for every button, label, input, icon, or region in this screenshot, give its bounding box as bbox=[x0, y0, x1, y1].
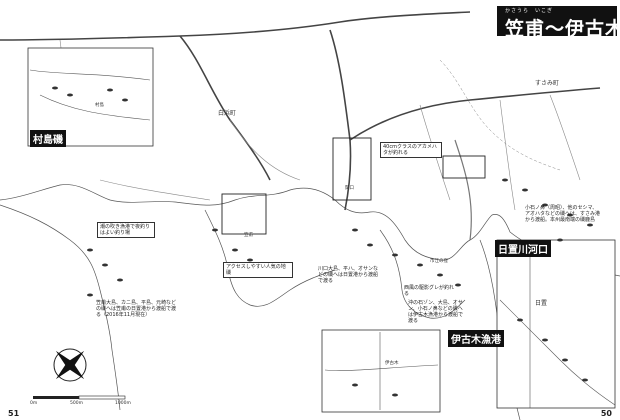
place-sekiseki: 関口 bbox=[345, 186, 354, 191]
inset-hiokigawa-frame bbox=[496, 239, 616, 409]
scale-bar bbox=[33, 395, 126, 400]
zoom-box-3 bbox=[221, 193, 267, 235]
scale-mid: 500m bbox=[70, 401, 83, 406]
inset-label-hiokigawa: 日置川河口 bbox=[495, 240, 551, 257]
place-murashima: 村島 bbox=[95, 103, 104, 108]
compass-icon bbox=[53, 348, 87, 382]
callout-akamehata: 40cmクラスのアカメハタが釣れる bbox=[380, 142, 442, 158]
page-number-right: 50 bbox=[600, 409, 612, 418]
callout-kasaura: 笠甫大島、カニ島、平島、元崎などの磯へは笠甫の日置港から渡船で渡る（2016年1… bbox=[96, 300, 177, 318]
callout-nishikaze: 西風の駆影グレが釣れる bbox=[404, 285, 455, 297]
callout-susami: 小石ノ鼻（周昭）、他のセシマ、アオハタなどの磯へは、すさみ港から渡船。本州最南端… bbox=[525, 205, 601, 223]
place-ikogi-small: 伊古木 bbox=[385, 361, 399, 366]
callout-access: アクセスしやすい人気の地磯 bbox=[223, 262, 293, 278]
scale-max: 1000m bbox=[115, 401, 131, 406]
river bbox=[454, 139, 472, 241]
place-hioki: 日置 bbox=[535, 300, 548, 307]
scale-zero: 0m bbox=[30, 401, 38, 406]
inset-lines bbox=[29, 69, 616, 410]
inset-label-ikogi: 伊古木漁港 bbox=[448, 330, 504, 347]
title-furigana: かさうら いこぎ bbox=[505, 8, 554, 14]
zoom-box-2 bbox=[442, 155, 486, 179]
inset-ikogi-frame bbox=[321, 329, 441, 413]
map-title: かさうら いこぎ 笠甫～伊古木 bbox=[497, 6, 620, 40]
callout-hiokiko: 川口大島、平ハ、オサンなどの磯へは日置港から渡船で渡る bbox=[318, 266, 379, 284]
callout-nightfishing: 潮の吹き漁港で夜釣りはよい釣り場 bbox=[97, 222, 155, 238]
boundary bbox=[439, 59, 561, 171]
place-kasaura: 笠甫 bbox=[244, 233, 253, 238]
inset-label-murashima: 村島磯 bbox=[30, 130, 66, 147]
title-text: 笠甫～伊古木 bbox=[505, 18, 620, 40]
callout-ikogi-ferry: 沖の石ゾン、大島、オサン、小石ノ鼻などの磯へは伊古木漁港から渡船で渡る bbox=[408, 300, 464, 324]
place-shirahama: 白浜町 bbox=[218, 110, 237, 117]
zoom-box-1 bbox=[332, 137, 372, 201]
place-susami: すさみ町 bbox=[535, 80, 560, 87]
inset-murashima-frame bbox=[27, 47, 154, 147]
page-number-left: 51 bbox=[8, 409, 20, 418]
roads bbox=[0, 11, 601, 211]
fish-markers bbox=[52, 86, 593, 397]
place-ichienokubo: 市江の窪 bbox=[430, 259, 448, 264]
